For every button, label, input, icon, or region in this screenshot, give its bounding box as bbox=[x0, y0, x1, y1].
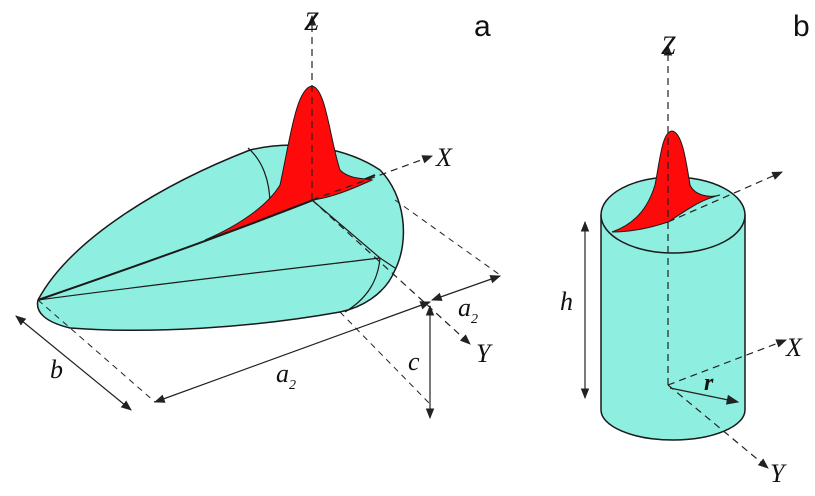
axis-x-a bbox=[311, 155, 434, 201]
axis-y-b-label: Y bbox=[770, 459, 787, 488]
axis-y-a-label: Y bbox=[476, 339, 493, 368]
ellipsoid-body bbox=[36, 144, 405, 332]
ellipsoid-contour-side bbox=[37, 257, 396, 301]
radius-r-label: r bbox=[704, 370, 714, 396]
dim-a2-short-label: a2 bbox=[458, 293, 478, 327]
dim-h-label: h bbox=[560, 287, 573, 316]
axis-z-a-label: Z bbox=[304, 7, 319, 36]
dim-a2-short-arrow bbox=[430, 275, 502, 301]
dim-c-label: c bbox=[408, 347, 420, 376]
dim-a2-long-arrow bbox=[153, 301, 432, 403]
panel-a-label: a bbox=[474, 10, 491, 43]
axis-x-b-label: X bbox=[785, 333, 803, 362]
dim-b-arrow bbox=[15, 315, 132, 411]
axis-x-b bbox=[667, 339, 788, 386]
radius-r-arrow bbox=[669, 387, 740, 405]
axis-z-b-label: Z bbox=[661, 31, 676, 60]
axis-x-b-top bbox=[667, 171, 783, 223]
dim-b-label: b bbox=[50, 355, 63, 384]
dim-a2-short-ext bbox=[394, 199, 501, 276]
cylinder-body bbox=[600, 214, 746, 441]
axis-x-a-label: X bbox=[435, 143, 453, 172]
panel-a: a Z X Y b a2 a2 c bbox=[15, 7, 502, 420]
dim-a2-long-label: a2 bbox=[276, 359, 296, 393]
peak-a bbox=[204, 85, 374, 241]
panel-b: b Z X Y h r bbox=[560, 10, 810, 488]
panel-b-label: b bbox=[793, 10, 810, 43]
axis-y-b bbox=[667, 384, 769, 469]
